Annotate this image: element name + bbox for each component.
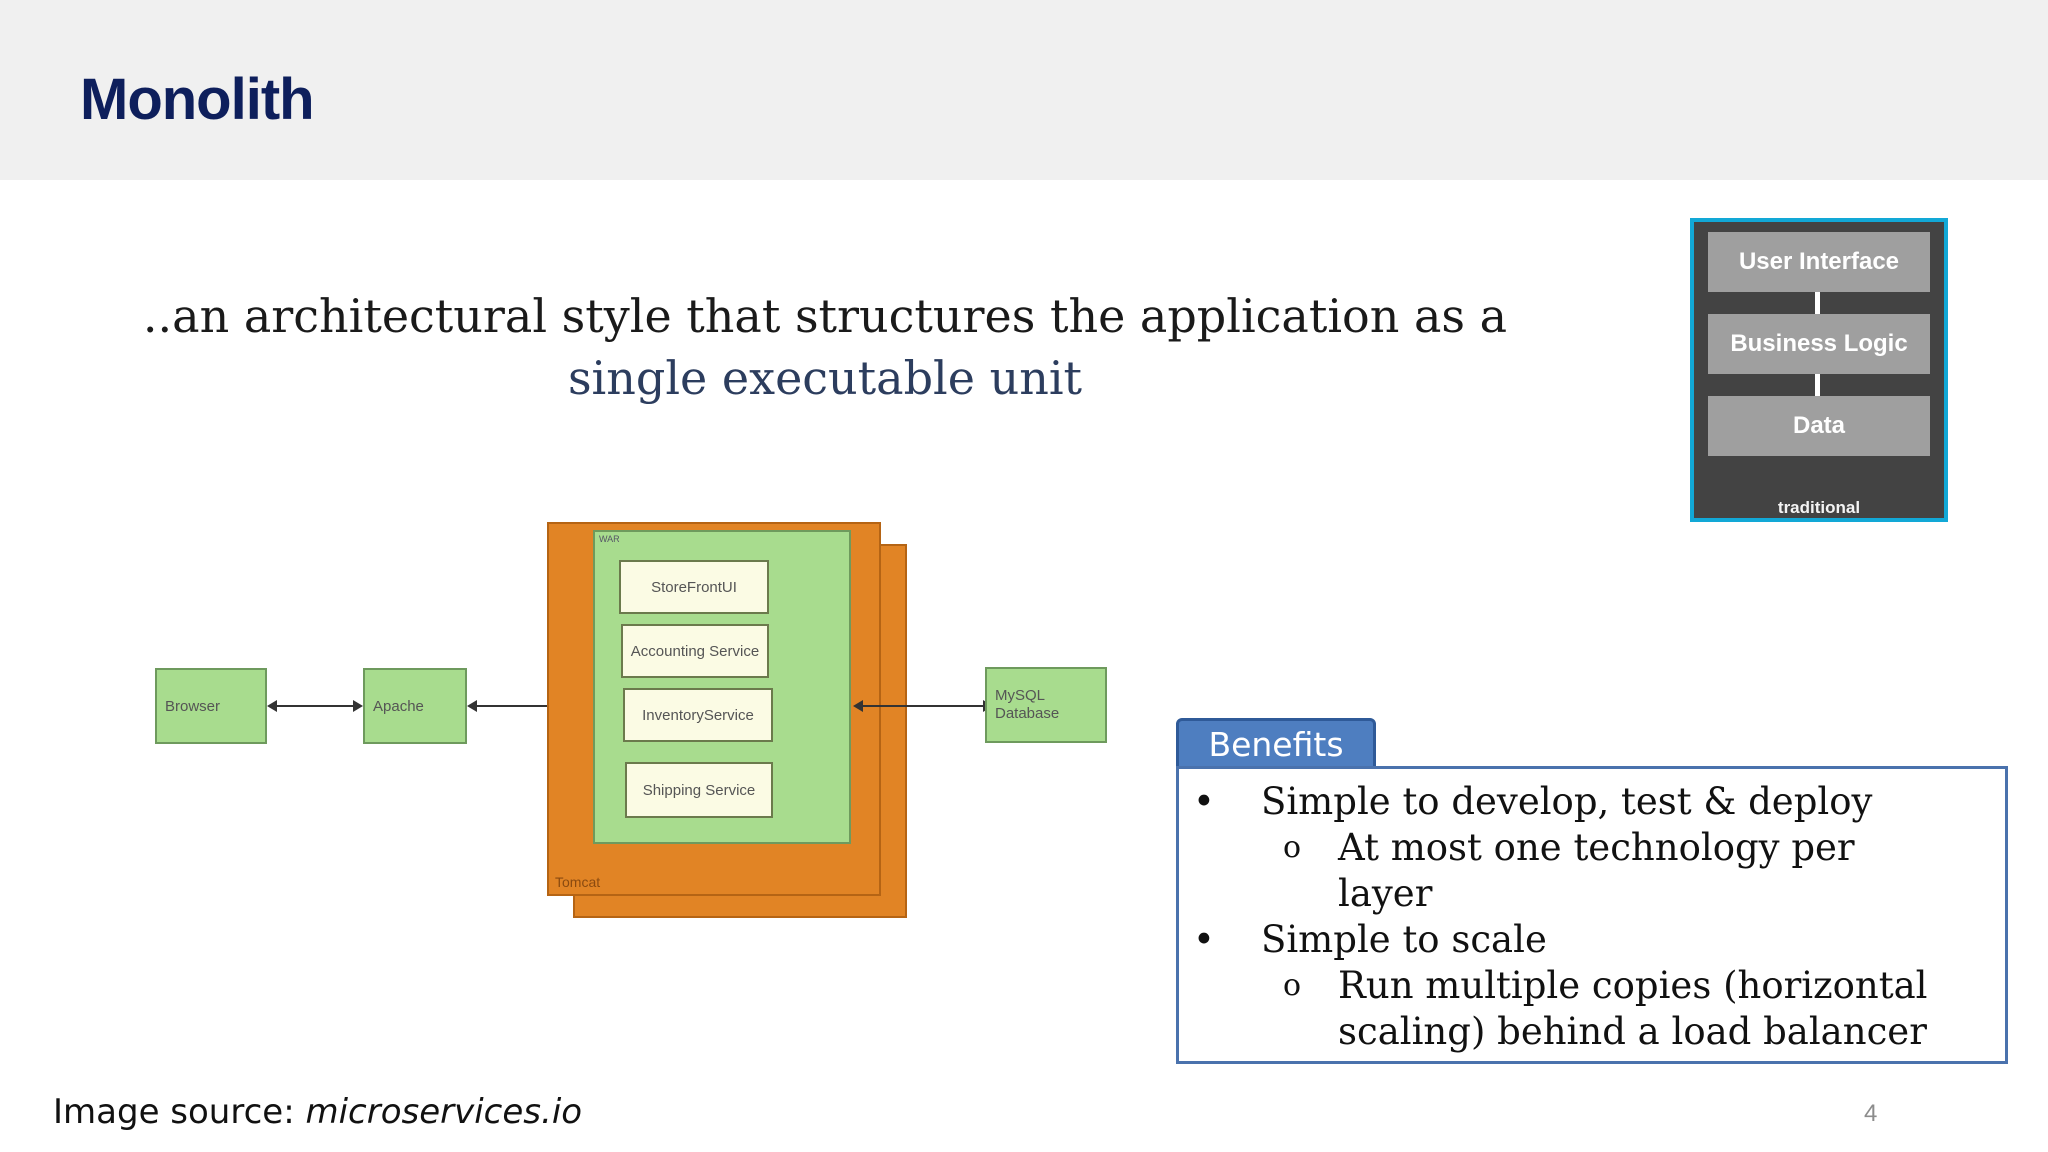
benefit-text: Simple to develop, test & deploy [1261,780,1873,823]
arrow-head [267,700,277,712]
war-label: WAR [599,534,620,544]
benefit-subtext: Run multiple copies (horizontal scaling)… [1338,964,1928,1053]
definition-highlight: single executable unit [567,351,1083,405]
benefits-box: • Simple to develop, test & deploy o At … [1176,766,2008,1064]
layer-user-interface: User Interface [1708,232,1930,292]
slide-title: Monolith [80,67,315,132]
definition-text: ..an architectural style that structures… [110,285,1540,409]
image-source-link[interactable]: microservices.io [305,1092,583,1132]
benefit-subitem: o At most one technology per layer [1193,825,1958,917]
browser-node: Browser [155,668,267,744]
benefits-list: • Simple to develop, test & deploy o At … [1193,779,1958,1055]
service-inventory: InventoryService [623,688,773,742]
header-band [0,0,2048,180]
layered-architecture-box: User Interface Business Logic Data tradi… [1690,218,1948,522]
benefits-heading: Benefits [1176,718,1376,770]
benefit-subtext: At most one technology per layer [1338,826,1855,915]
layer-connector [1815,292,1820,314]
architecture-diagram: Browser Apache Tomcat WAR StoreFrontUI A… [145,430,1125,1080]
service-shipping: Shipping Service [625,762,773,818]
layer-business-logic: Business Logic [1708,314,1930,374]
tomcat-label: Tomcat [555,874,601,890]
database-name: MySQL [995,687,1046,704]
image-source-label: Image source: [53,1092,306,1132]
arrow-head [853,700,863,712]
connector-line [277,705,353,707]
definition-line: ..an architectural style that structures… [142,289,1508,343]
page-number: 4 [1864,1100,1878,1127]
benefit-item: • Simple to scale [1193,917,1958,963]
image-source: Image source: microservices.io [53,1092,582,1132]
benefit-text: Simple to scale [1261,918,1547,961]
bullet-glyph: • [1193,918,1215,961]
layer-data: Data [1708,396,1930,456]
layers-caption: traditional [1777,498,1861,517]
apache-node: Apache [363,668,467,744]
database-type: Database [995,705,1060,722]
sub-bullet-glyph: o [1283,830,1302,865]
sub-bullet-glyph: o [1283,968,1302,1003]
arrow-head [467,700,477,712]
mysql-database-node: MySQL Database [985,667,1107,743]
connector-line [863,705,983,707]
layer-connector [1815,374,1820,396]
arrow-head [353,700,363,712]
benefit-item: • Simple to develop, test & deploy [1193,779,1958,825]
service-accounting: Accounting Service [621,624,769,678]
connector-line [477,705,553,707]
bullet-glyph: • [1193,780,1215,823]
service-storefrontui: StoreFrontUI [619,560,769,614]
benefit-subitem: o Run multiple copies (horizontal scalin… [1193,963,1958,1055]
